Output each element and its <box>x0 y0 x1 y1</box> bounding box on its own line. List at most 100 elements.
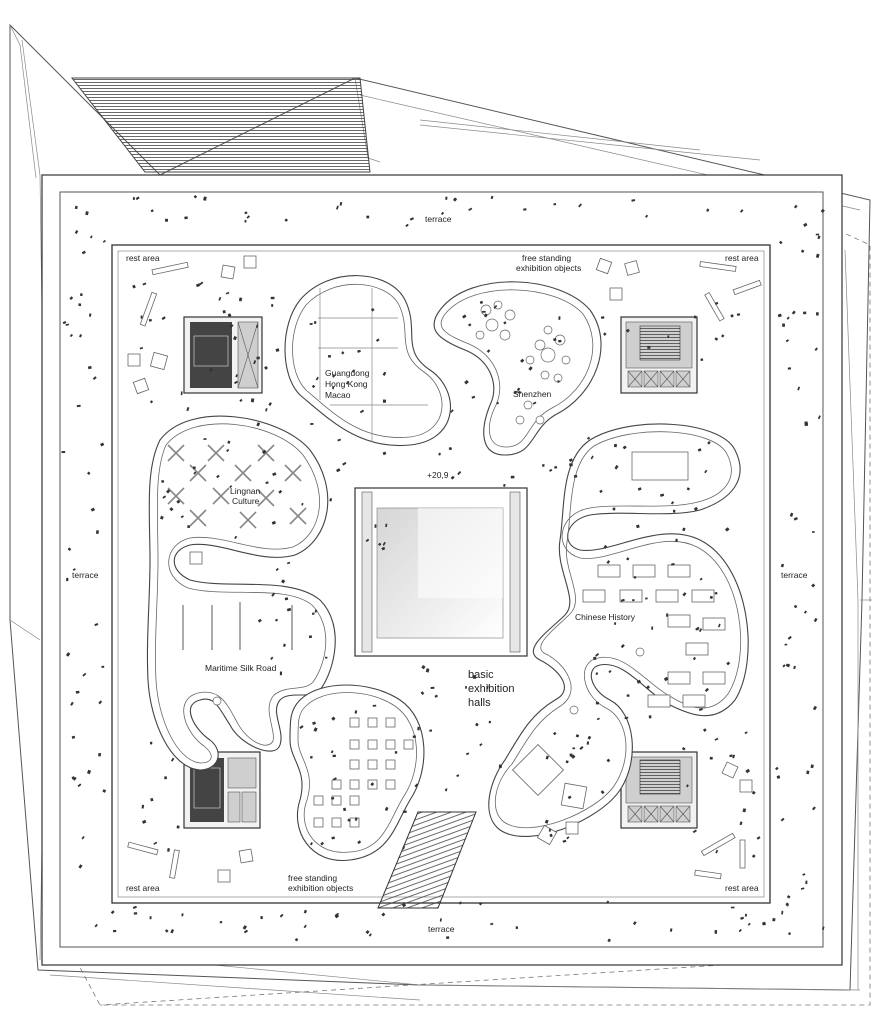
core-bottom-right <box>620 751 698 829</box>
visitor-figure <box>532 401 537 405</box>
visitor-figure <box>71 776 76 780</box>
visitor-figure <box>697 448 702 452</box>
visitor-figure <box>814 347 818 352</box>
visitor-figure <box>142 282 147 286</box>
visitor-figure <box>667 335 670 338</box>
visitor-figure <box>483 313 488 318</box>
visitor-figure <box>600 316 605 319</box>
visitor-figure <box>725 527 730 532</box>
visitor-figure <box>520 358 525 363</box>
maritime-label: Maritime Silk Road <box>205 663 277 673</box>
shenzhen-label: Shenzhen <box>513 389 552 399</box>
visitor-figure <box>787 635 792 640</box>
visitor-figure <box>742 808 747 813</box>
visitor-figure <box>73 776 77 781</box>
visitor-figure <box>721 334 725 338</box>
visitor-figure <box>434 694 438 698</box>
visitor-figure <box>805 880 808 885</box>
visitor-figure <box>357 349 361 353</box>
visitor-figure <box>775 766 779 771</box>
visitor-figure <box>736 313 741 316</box>
visitor-figure <box>331 386 335 390</box>
visitor-figure <box>264 365 268 370</box>
visitor-figure <box>699 577 703 581</box>
visitor-figure <box>227 313 232 318</box>
visitor-figure <box>226 448 230 453</box>
visitor-figure <box>94 923 98 928</box>
visitor-figure <box>225 291 230 295</box>
visitor-figure <box>244 219 247 223</box>
visitor-figure <box>313 727 318 732</box>
maritime-posts <box>182 602 293 650</box>
visitor-figure <box>170 929 175 934</box>
visitor-figure <box>479 300 484 305</box>
visitor-figure <box>308 635 312 639</box>
visitor-figure <box>791 310 796 315</box>
visitor-figure <box>637 487 642 491</box>
visitor-figure <box>176 825 180 829</box>
visitor-figure <box>772 918 776 922</box>
visitor-figure <box>813 617 818 623</box>
visitor-figure <box>314 609 318 613</box>
visitor-figure <box>242 925 248 930</box>
visitor-figure <box>695 627 699 631</box>
visitor-figure <box>112 929 117 933</box>
visitor-figure <box>69 333 73 338</box>
visitor-figure <box>311 384 316 389</box>
visitor-figure <box>482 310 486 313</box>
terrace-inner-edge <box>59 191 824 948</box>
visitor-figure <box>335 205 339 210</box>
visitor-figure <box>253 360 257 365</box>
visitor-figure <box>161 316 166 321</box>
visitor-figure <box>132 905 137 910</box>
visitor-figure <box>299 725 304 729</box>
visitor-figure <box>384 806 389 812</box>
visitor-figure <box>803 610 807 614</box>
visitor-figure <box>620 598 625 602</box>
visitor-figure <box>596 717 600 721</box>
visitor-figure <box>187 525 190 529</box>
visitor-figure <box>402 845 406 850</box>
visitor-figure <box>468 323 472 327</box>
visitor-figure <box>409 217 414 221</box>
visitor-figure <box>89 235 93 239</box>
visitor-figure <box>401 903 407 908</box>
visitor-figure <box>820 208 825 213</box>
visitor-figure <box>184 216 188 220</box>
visitor-figure <box>726 661 731 666</box>
visitor-figure <box>706 208 710 212</box>
visitor-figure <box>72 568 76 571</box>
visitor-figure <box>682 527 686 532</box>
visitor-figure <box>67 547 72 552</box>
visitor-figure <box>707 440 711 445</box>
visitor-figure <box>366 215 370 219</box>
visitor-figure <box>229 323 234 329</box>
visitor-figure <box>90 507 96 512</box>
visitor-figure <box>600 790 605 795</box>
visitor-figure <box>462 314 467 319</box>
visitor-figure <box>141 819 147 824</box>
visitor-figure <box>544 819 549 824</box>
visitor-figure <box>493 305 498 309</box>
rest-area-benches <box>127 261 762 880</box>
visitor-figure <box>607 938 611 943</box>
visitor-figure <box>450 475 455 480</box>
visitor-figure <box>675 538 678 543</box>
lingnan-label: Lingnan <box>230 486 261 496</box>
visitor-figure <box>219 921 223 924</box>
visitor-figure <box>473 675 477 679</box>
visitor-figure <box>265 408 268 412</box>
visitor-figure <box>385 523 388 528</box>
visitor-figure <box>756 836 761 840</box>
visitor-figure <box>274 618 279 622</box>
visitor-figure <box>271 304 274 307</box>
visitor-figure <box>159 515 164 520</box>
visitor-figure <box>162 495 167 499</box>
visitor-figure <box>94 623 99 627</box>
visitor-figure <box>648 715 652 719</box>
visitor-figure <box>645 685 651 690</box>
visitor-figure <box>370 307 375 312</box>
